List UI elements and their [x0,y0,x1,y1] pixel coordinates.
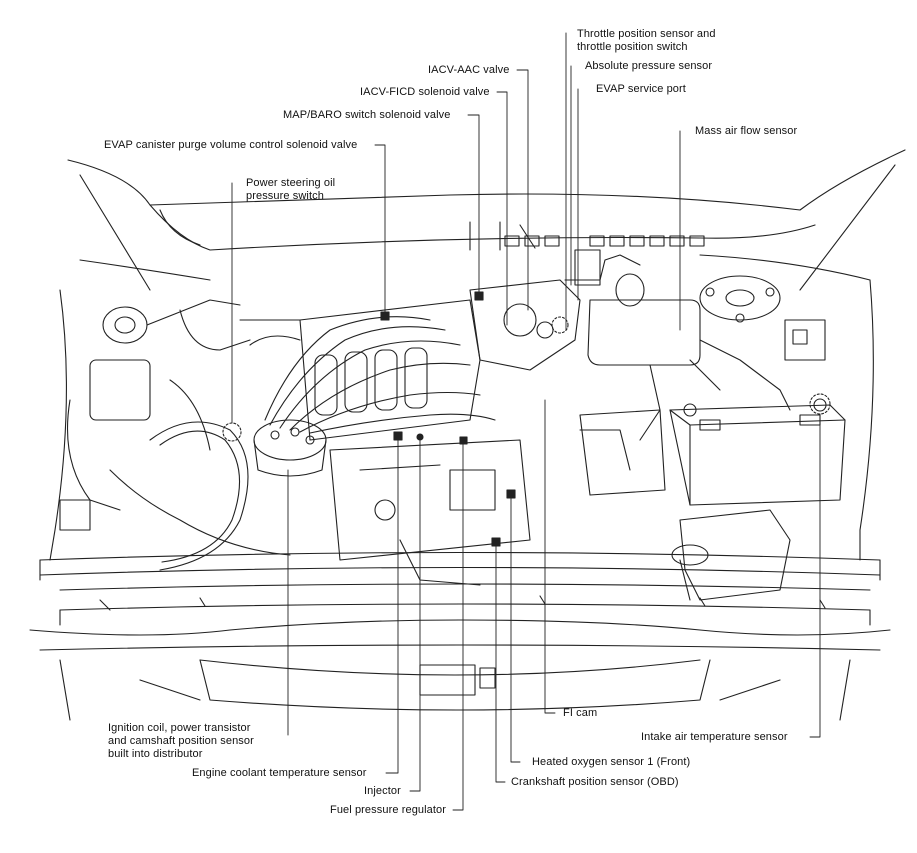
fender-outline [49,254,874,561]
label-intake-air-temperature-sensor: Intake air temperature sensor [641,731,788,743]
label-fuel-pressure-regulator: Fuel pressure regulator [330,804,447,816]
air-cleaner [587,299,791,441]
label-iacv-aac-valve: IACV-AAC valve [428,64,510,76]
radiator-support [39,551,881,626]
leader-lines [231,32,821,811]
strut-tower [699,275,826,361]
label-iacv-ficd-solenoid-valve: IACV-FICD solenoid valve [360,86,490,98]
label-mass-air-flow-sensor: Mass air flow sensor [695,125,798,137]
label-evap-service-port: EVAP service port [596,83,686,95]
sensor-markers [380,291,516,547]
label-fi-cam: FI cam [563,707,598,719]
battery [669,398,846,506]
label-throttle-position-sensor: Throttle position sensor and throttle po… [577,28,716,53]
front-bumper [29,619,891,721]
label-engine-coolant-temperature-sensor: Engine coolant temperature sensor [192,767,367,779]
label-power-steering-oil-pressure-switch: Power steering oil pressure switch [246,177,336,202]
label-heated-oxygen-sensor: Heated oxygen sensor 1 (Front) [532,756,691,768]
hoses [109,379,291,571]
spark-plug-wires [264,316,496,434]
label-ignition-coil: Ignition coil, power transistor and cams… [108,722,254,760]
distributor [253,419,327,477]
label-evap-canister-purge-valve: EVAP canister purge volume control solen… [104,139,358,151]
hood-outline [67,149,906,291]
intake-assembly [469,249,645,371]
left-components [59,299,251,531]
intake-manifold [239,299,481,441]
label-injector: Injector [364,785,401,797]
sensor-location-circles [222,316,831,442]
fuse-box [579,409,666,496]
label-absolute-pressure-sensor: Absolute pressure sensor [585,60,713,72]
label-map-baro-switch-solenoid-valve: MAP/BARO switch solenoid valve [283,109,451,121]
label-crankshaft-position-sensor: Crankshaft position sensor (OBD) [511,776,679,788]
engine-block [329,439,531,586]
